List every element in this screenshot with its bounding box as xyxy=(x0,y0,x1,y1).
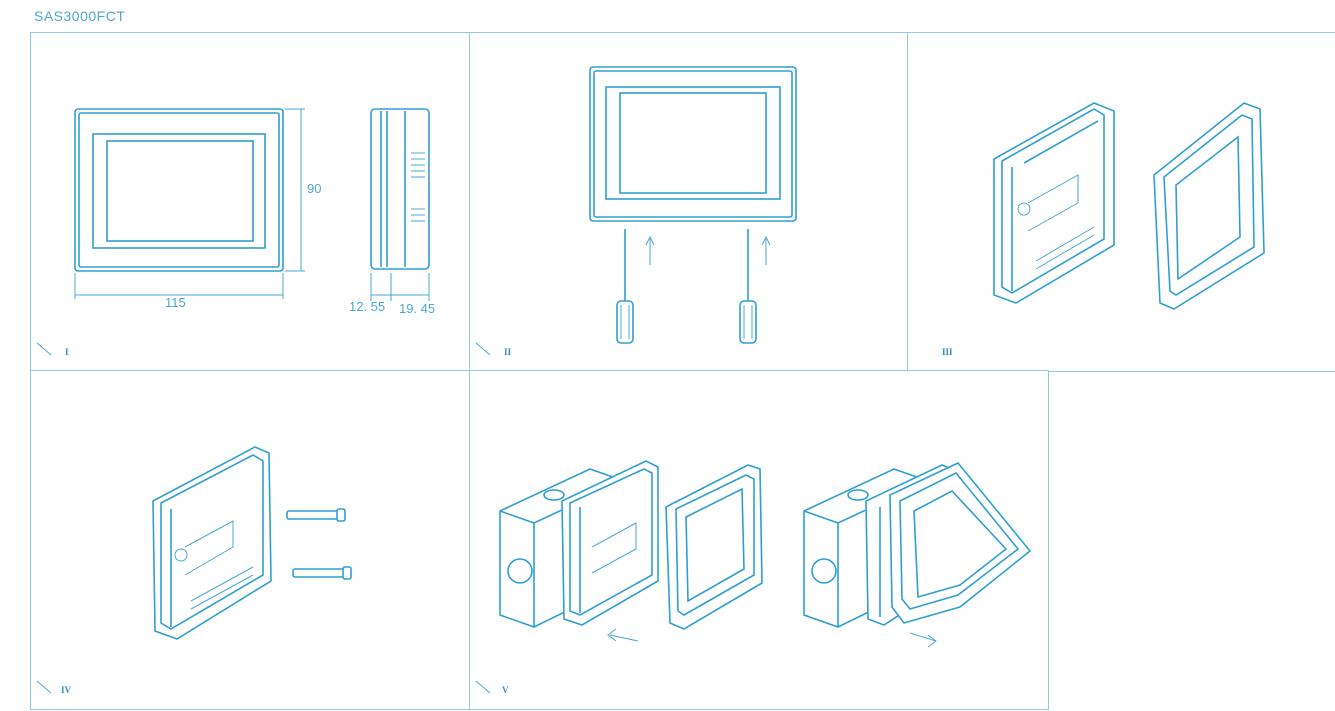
device-front-outline xyxy=(589,66,797,222)
panel-5: V xyxy=(469,370,1049,710)
panel-1-label: I xyxy=(65,347,69,357)
panel-4: IV xyxy=(30,370,471,710)
front-cover xyxy=(1153,102,1265,310)
panel-1: 115 90 12. 55 19. 45 I xyxy=(30,32,471,372)
screwdriver-right xyxy=(739,229,757,344)
panel-1-drawing xyxy=(36,108,430,356)
panel-2: II xyxy=(469,32,909,372)
document-title: SAS3000FCT xyxy=(34,8,126,24)
panel-5-drawing xyxy=(475,460,1032,694)
screwdriver-left xyxy=(616,229,634,344)
back-plate xyxy=(152,446,272,640)
panel-3-label: III xyxy=(942,347,953,357)
back-plate xyxy=(993,102,1115,304)
panel-5-label: V xyxy=(502,685,509,695)
panel-3-drawing xyxy=(993,102,1265,310)
panel-3: III xyxy=(907,32,1335,372)
panel-2-drawing xyxy=(475,66,797,356)
back-plate-left xyxy=(561,460,659,626)
panel-4-label: IV xyxy=(61,685,72,695)
arrow-up-icon xyxy=(645,235,771,265)
dimension-depth-back: 19. 45 xyxy=(399,301,436,316)
dimension-depth-front: 12. 55 xyxy=(349,299,386,314)
device-front-outline xyxy=(74,108,284,272)
dimension-width: 115 xyxy=(165,295,186,310)
front-cover-right xyxy=(889,462,1032,624)
screw-icon xyxy=(286,508,352,580)
dimension-height: 90 xyxy=(307,181,322,196)
arrow-right-icon xyxy=(909,632,937,648)
panel-2-label: II xyxy=(504,347,512,357)
arrow-left-icon xyxy=(607,628,639,642)
front-cover-left xyxy=(665,464,763,630)
panel-4-drawing xyxy=(36,446,352,694)
device-side-outline xyxy=(370,108,430,270)
